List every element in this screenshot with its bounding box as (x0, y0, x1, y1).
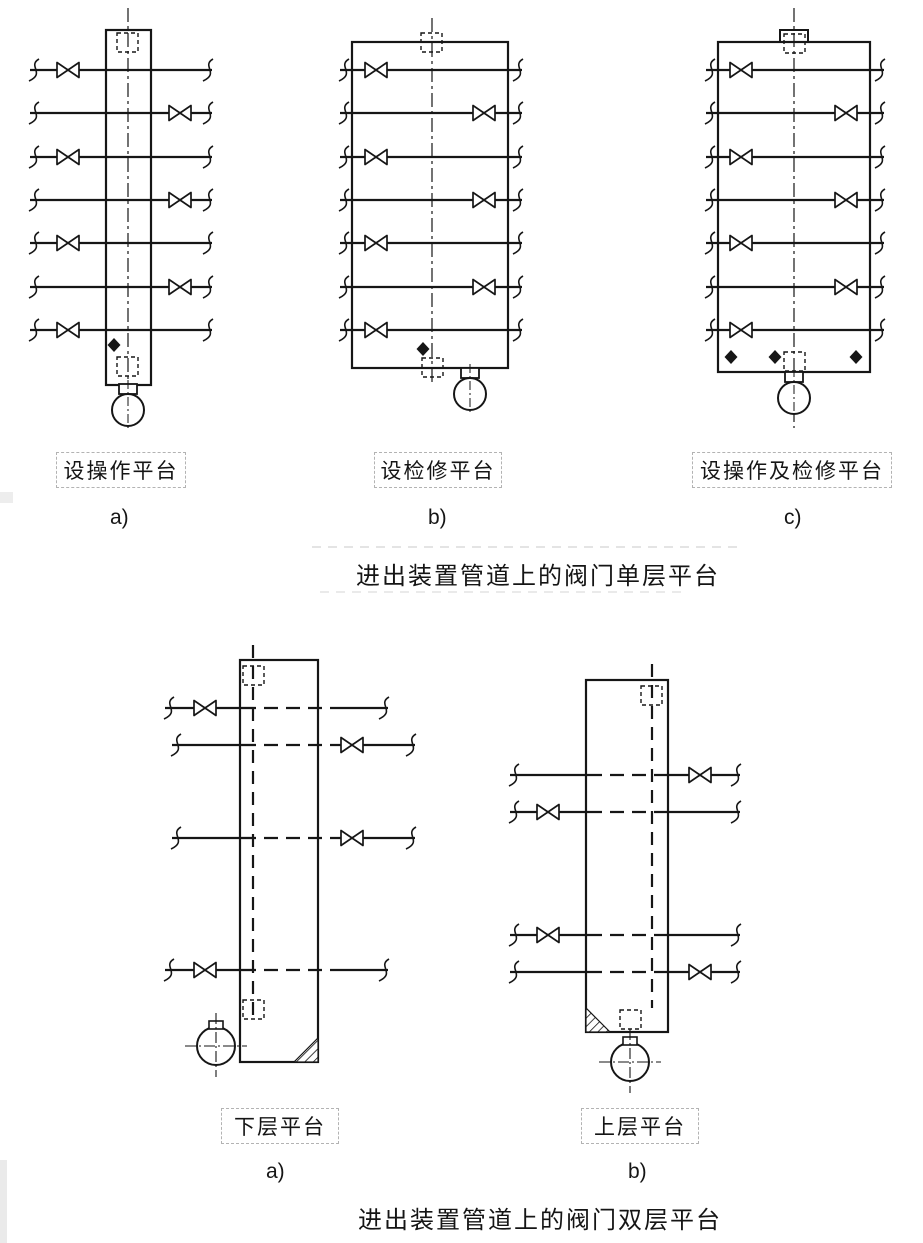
platform-label-top-a: 设操作平台 (56, 452, 186, 488)
pipe-row (29, 189, 213, 211)
drain-icon (768, 350, 782, 364)
index-label-top-c: c) (784, 506, 802, 529)
pipe-row (29, 102, 213, 124)
pipe-row (705, 102, 885, 124)
index-label-bottom-a: a) (266, 1160, 285, 1183)
support-icon (619, 1009, 642, 1030)
pipe-row (705, 59, 885, 81)
pipe-row (29, 232, 213, 254)
corner-hatch-icon (292, 1036, 319, 1063)
pipe-row (509, 961, 741, 983)
index-label-top-a: a) (110, 506, 129, 529)
platform-label-bottom-b: 上层平台 (581, 1108, 699, 1144)
platform-outline (584, 678, 670, 1034)
pipe-row (705, 232, 885, 254)
pipe-row (29, 319, 213, 341)
platform-outline (350, 40, 510, 370)
pipe-row (339, 59, 523, 81)
scan-artifacts (0, 492, 744, 1243)
platform-outline (238, 658, 320, 1064)
pipe-row (339, 276, 523, 298)
pipe-row (509, 924, 741, 946)
pump-icon (598, 1028, 662, 1094)
pipe-row (171, 827, 416, 849)
pipe-row (29, 276, 213, 298)
drain-icon (724, 350, 738, 364)
diagram-double-a (164, 645, 416, 1078)
pipe-row (705, 146, 885, 168)
index-label-top-b: b) (428, 506, 447, 529)
pump-icon (184, 1012, 248, 1078)
pipe-row (164, 697, 389, 719)
pipe-row (509, 764, 741, 786)
corner-hatch-icon (585, 1006, 612, 1033)
pipe-row (339, 232, 523, 254)
platform-label-bottom-a: 下层平台 (221, 1108, 339, 1144)
pipe-row (164, 959, 389, 981)
pipe-row (339, 146, 523, 168)
drain-icon (849, 350, 863, 364)
diagram-double-b (509, 664, 741, 1094)
pipe-row (705, 276, 885, 298)
column-cap (779, 29, 809, 43)
platform-label-top-c: 设操作及检修平台 (692, 452, 892, 488)
diagram-single-a (29, 8, 213, 430)
drain-icon (107, 338, 121, 352)
drain-icon (416, 342, 430, 356)
platform-label-top-b: 设检修平台 (374, 452, 502, 488)
pipe-row (509, 801, 741, 823)
diagram-single-b (339, 18, 523, 414)
pump-icon (777, 367, 811, 418)
pipe-row (29, 59, 213, 81)
pipe-row (339, 319, 523, 341)
pipe-row (339, 102, 523, 124)
pump-icon (453, 363, 487, 414)
pipe-row (339, 189, 523, 211)
figure-caption-bottom: 进出装置管道上的阀门双层平台 (358, 1207, 722, 1234)
pump-icon (111, 379, 145, 430)
pipe-row (705, 189, 885, 211)
diagram-single-c (705, 8, 885, 428)
index-label-bottom-b: b) (628, 1160, 647, 1183)
figure-caption-top: 进出装置管道上的阀门单层平台 (356, 563, 720, 590)
pipe-row (705, 319, 885, 341)
pipe-row (171, 734, 416, 756)
pipe-row (29, 146, 213, 168)
